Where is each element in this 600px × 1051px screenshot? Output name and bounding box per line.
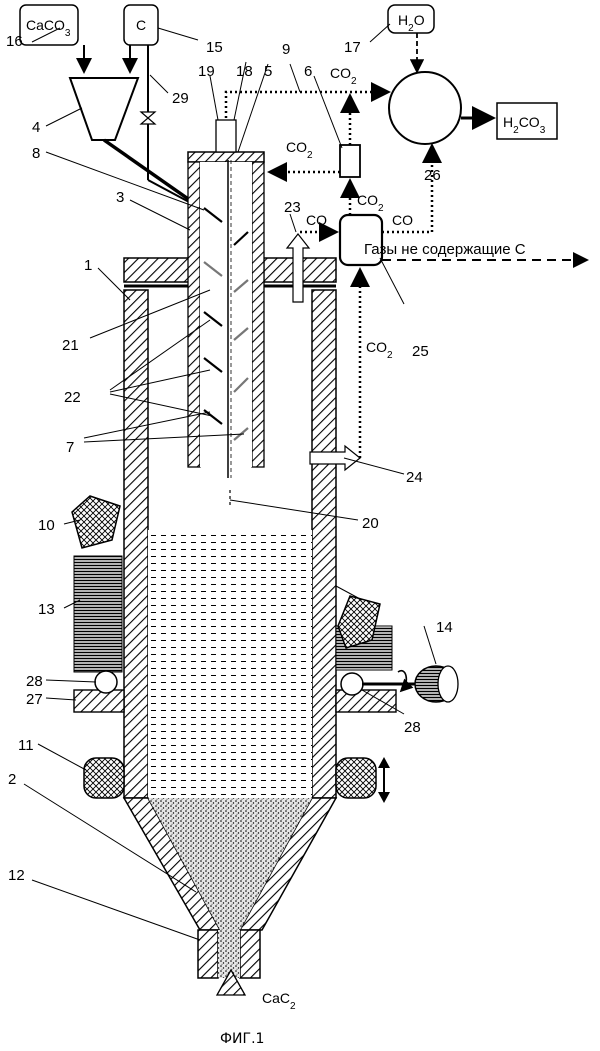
- ref-14: 14: [436, 619, 453, 636]
- caco3-input: CaCO3: [19, 4, 79, 46]
- co2-mid: CO2: [357, 192, 384, 214]
- separator-6: [339, 144, 361, 178]
- water-label: H2O: [398, 12, 425, 34]
- ref-19: 19: [198, 63, 215, 80]
- ref-9: 9: [282, 41, 290, 58]
- vessel-wall-right: [311, 289, 337, 799]
- ref-6: 6: [304, 63, 312, 80]
- carbon-input: C: [123, 4, 159, 46]
- ref-15: 15: [206, 39, 223, 56]
- ref-25: 25: [412, 343, 429, 360]
- outlet-wall-left: [197, 929, 219, 979]
- co-right: CO: [392, 212, 413, 228]
- nozzle-19: [215, 119, 237, 153]
- ref-23: 23: [284, 199, 301, 216]
- ref-26: 26: [424, 167, 441, 184]
- ref-13: 13: [38, 601, 55, 618]
- ref-29: 29: [172, 90, 189, 107]
- carbon-label: C: [136, 17, 146, 33]
- ring-27: [73, 689, 125, 713]
- ref-16: 16: [6, 33, 23, 50]
- coil-right: [337, 595, 381, 649]
- gas-note: Газы не содержащие С: [364, 241, 526, 258]
- coil-10: [71, 495, 121, 549]
- ref-12: 12: [8, 867, 25, 884]
- ref-17: 17: [344, 39, 361, 56]
- ref-8: 8: [32, 145, 40, 162]
- ref-2: 2: [8, 771, 16, 788]
- gas-outlet-arrow-24: [309, 444, 361, 472]
- outlet-wall-right: [239, 929, 261, 979]
- melt-zone: [148, 530, 312, 798]
- ref-3: 3: [116, 189, 124, 206]
- ref-28-right: 28: [404, 719, 421, 736]
- hopper: [68, 77, 140, 141]
- ref-5: 5: [264, 63, 272, 80]
- cone-product: [148, 798, 312, 930]
- ref-21: 21: [62, 337, 79, 354]
- output-label: CaC2: [262, 990, 296, 1012]
- co-left: CO: [306, 212, 327, 228]
- ref-11: 11: [18, 737, 34, 754]
- coil-11-left: [83, 757, 125, 799]
- figure-caption: ФИГ.1: [220, 1031, 264, 1047]
- roller-28-right: [340, 672, 364, 696]
- product-output: H2CO3: [496, 102, 558, 140]
- ref-4: 4: [32, 119, 40, 136]
- outlet-arrow: [215, 968, 247, 996]
- coil-13: [73, 555, 123, 673]
- rotation-arrow-icon: [397, 669, 414, 693]
- product-label: H2CO3: [503, 114, 546, 136]
- ref-7: 7: [66, 439, 74, 456]
- ref-18: 18: [236, 63, 253, 80]
- ref-20: 20: [362, 515, 379, 532]
- coil-11-right: [335, 757, 377, 799]
- co2-line-top: [224, 82, 391, 118]
- caco3-label: CaCO3: [26, 17, 71, 39]
- co2-top-left: CO2: [286, 139, 313, 161]
- ref-22: 22: [64, 389, 81, 406]
- ref-28-left: 28: [26, 673, 43, 690]
- ref-27: 27: [26, 691, 43, 708]
- co2-top-right: CO2: [330, 65, 357, 87]
- gas-processor-25: [338, 213, 384, 267]
- mixer-26: [388, 71, 462, 145]
- water-input: H2O: [387, 4, 435, 34]
- gas-outlet-arrow-23: [285, 233, 311, 303]
- feeder-cap: [187, 151, 265, 163]
- co2-vertical: CO2: [366, 339, 393, 361]
- roller-28-left: [94, 670, 118, 694]
- ref-10: 10: [38, 517, 55, 534]
- valve-icon: [139, 111, 157, 125]
- feeder-wall-right: [251, 161, 265, 468]
- ref-24: 24: [406, 469, 423, 486]
- ref-1: 1: [84, 257, 92, 274]
